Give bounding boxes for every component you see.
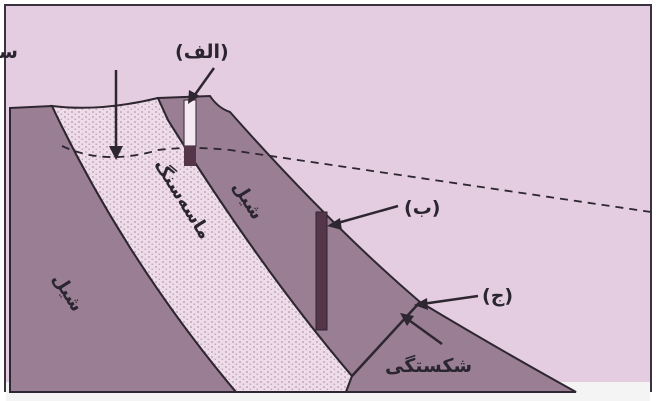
label-piezometric-surface: سطح پیزومتریک	[0, 41, 18, 63]
point-b-arrowhead	[327, 218, 342, 230]
piezometer-b	[315, 211, 328, 331]
right-shale-layer	[156, 94, 422, 378]
fracture-line	[351, 301, 421, 377]
point-c-arrowhead	[414, 298, 428, 310]
piezometric-arrowhead	[109, 146, 123, 160]
label-point-b: (ب)	[404, 197, 440, 219]
point-a-arrow	[192, 67, 216, 97]
label-point-a: (الف)	[175, 41, 229, 63]
label-fracture: شکستگی	[385, 354, 472, 377]
fracture-arrowhead	[400, 313, 414, 326]
point-b-arrow	[333, 204, 399, 226]
point-c-arrow	[421, 294, 479, 306]
label-point-c: (ج)	[482, 285, 513, 307]
fracture-arrow	[405, 316, 443, 346]
piezometer-a	[183, 99, 197, 147]
point-a-arrowhead	[188, 90, 200, 104]
piezometric-surface-line	[61, 145, 652, 213]
piezometer-a-filled	[184, 146, 196, 166]
fractured-block	[344, 300, 577, 393]
